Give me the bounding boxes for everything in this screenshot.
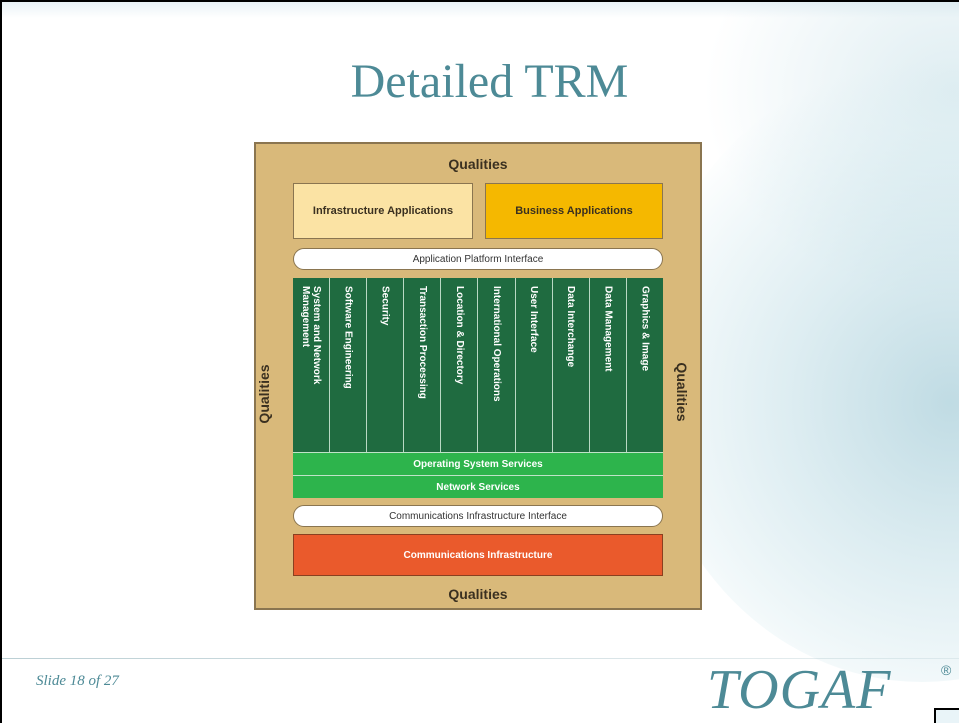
footer-divider xyxy=(2,658,959,659)
service-label: Data Management xyxy=(602,286,614,372)
service-column: System and Network Management xyxy=(293,278,331,452)
registered-mark: ® xyxy=(941,662,952,678)
corner-mark xyxy=(934,708,959,723)
business-applications-box: Business Applications xyxy=(485,183,663,239)
qualities-right-label: Qualities xyxy=(674,362,690,422)
service-label: Software Engineering xyxy=(342,286,354,389)
communications-infrastructure-interface: Communications Infrastructure Interface xyxy=(293,505,663,527)
service-column: Security xyxy=(367,278,405,452)
service-label: Graphics & Image xyxy=(639,286,651,372)
service-label: User Interface xyxy=(528,286,540,353)
communications-infrastructure-box: Communications Infrastructure xyxy=(293,534,663,576)
service-label: Transaction Processing xyxy=(416,286,428,399)
service-column: Location & Directory xyxy=(441,278,479,452)
togaf-logo: TOGAF xyxy=(707,659,892,721)
slide-number: Slide 18 of 27 xyxy=(36,673,119,689)
service-label: International Operations xyxy=(491,286,503,402)
application-platform-interface: Application Platform Interface xyxy=(293,248,663,270)
operating-system-services-bar: Operating System Services xyxy=(293,452,663,475)
service-label: System and Network Management xyxy=(300,286,323,385)
service-column: Software Engineering xyxy=(330,278,368,452)
service-label: Location & Directory xyxy=(453,286,465,385)
service-column: Transaction Processing xyxy=(404,278,442,452)
service-column: Graphics & Image xyxy=(627,278,663,452)
service-column: International Operations xyxy=(478,278,516,452)
service-column: Data Management xyxy=(590,278,627,452)
qualities-bottom-label: Qualities xyxy=(448,586,508,602)
services-panel: System and Network Management Software E… xyxy=(293,278,663,452)
service-column: User Interface xyxy=(516,278,553,452)
qualities-left-label: Qualities xyxy=(256,364,272,424)
network-services-bar: Network Services xyxy=(293,475,663,498)
service-label: Data Interchange xyxy=(565,286,577,368)
slide-title: Detailed TRM xyxy=(350,55,629,108)
service-label: Security xyxy=(379,286,391,326)
infrastructure-applications-box: Infrastructure Applications xyxy=(293,183,473,239)
qualities-top-label: Qualities xyxy=(448,156,508,172)
trm-diagram: Qualities Qualities Qualities Infrastruc… xyxy=(254,142,702,610)
service-column: Data Interchange xyxy=(553,278,590,452)
